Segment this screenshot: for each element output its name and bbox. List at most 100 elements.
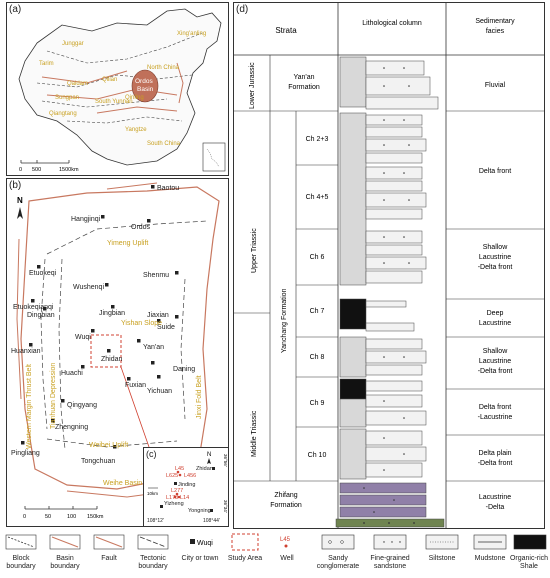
member-ch23: Ch 2+3 — [306, 136, 329, 143]
region-songpan: Songpan — [55, 95, 79, 101]
member-ch10: Ch 10 — [308, 452, 327, 459]
legend-symbols: Wuqi L45 — [5, 533, 547, 551]
legend: Wuqi L45 Block boundary Basin boundary F… — [0, 531, 550, 578]
facies-shallow-1: Shallow — [483, 244, 508, 251]
block-boundary-4 — [66, 116, 183, 124]
structure-jinxi-fold-belt: Jinxi Fold Belt — [196, 375, 203, 419]
facies-lacustrine-1: Lacustrine — [479, 254, 511, 261]
facies-lacustrine-5: Lacustrine — [479, 494, 511, 501]
legend-label-siltstone: Siltstone — [428, 555, 456, 562]
legend-label-sandy-conglomerate: Sandy conglomerate — [316, 555, 360, 570]
tectonic-line-1 — [40, 258, 48, 430]
region-xinganling: Xing'anling — [177, 31, 206, 37]
fault-top — [106, 182, 158, 190]
legend-label-fine-sandstone: Fine-grained sandstone — [370, 555, 410, 570]
inset-scale: 10km — [147, 491, 158, 496]
block-boundary-2 — [36, 74, 193, 88]
formation-yanan-2: Formation — [288, 84, 320, 91]
period-upper-triassic: Upper Triassic — [251, 228, 258, 273]
region-junggar: Junggar — [62, 41, 84, 47]
place-baotou: Baotou — [157, 185, 179, 192]
structure-yimeng-uplift: Yimeng Uplift — [107, 240, 148, 247]
well-l14: L14 — [180, 495, 189, 501]
legend-city-sample: Wuqi — [197, 540, 213, 547]
legend-block-boundary-line — [7, 536, 35, 548]
legend-study-box — [231, 533, 259, 551]
scale-a-500: 500 — [32, 167, 41, 173]
facies-shallow-2: Shallow — [483, 348, 508, 355]
facies-delta-front: Delta front — [479, 168, 511, 175]
place-dingbian: Dingbian — [27, 312, 55, 319]
panel-b-label: (b) — [8, 180, 23, 191]
formation-yanan-1: Yan'an — [293, 74, 314, 81]
place-shenmu: Shenmu — [143, 272, 169, 279]
well-l173: L173 — [166, 495, 178, 501]
place-jiaxian: Jiaxian — [147, 312, 169, 319]
place-yichuan: Yichuan — [147, 388, 172, 395]
zhifang-mudstone — [339, 482, 427, 494]
facies-lacustrine-4: -Lacustrine — [478, 414, 513, 421]
legend-well-sample: L45 — [280, 537, 291, 543]
legend-tectonic-line — [139, 536, 167, 548]
north-arrow-b: N — [17, 196, 23, 205]
panel-c-inset: N 36°56' 36°34' L45 L625 L456 L277 L173 … — [143, 447, 229, 527]
structure-tianhuan-depression: Tianhuan Depression — [50, 363, 57, 429]
inset-place-yongning: Yongning — [188, 508, 211, 514]
scale-a-1500: 1500km — [59, 167, 79, 173]
south-sea-inset — [202, 142, 226, 172]
block-boundary-1 — [46, 32, 203, 64]
panel-a-label: (a) — [8, 4, 23, 15]
place-zhidan: Zhidan — [101, 356, 123, 363]
place-zhengning: Zhengning — [55, 424, 88, 431]
region-qinling: Qinling — [125, 95, 144, 101]
legend-label-mudstone: Mudstone — [474, 555, 506, 562]
tectonic-line-3 — [46, 220, 208, 255]
place-hangjinqi: Hangjinqi — [71, 216, 101, 223]
basin-boundary — [20, 186, 220, 490]
member-ch6: Ch 6 — [310, 254, 325, 261]
inset-place-jinding: Jinding — [178, 482, 195, 488]
fault-3 — [96, 106, 178, 114]
place-ordos: Ordos — [131, 224, 151, 231]
structure-weihe-basin: Weihe Basin — [103, 480, 142, 487]
header-strata: Strata — [275, 26, 297, 35]
facies-lacustrine-2: Lacustrine — [479, 320, 511, 327]
inset-lat-top: 36°56' — [223, 454, 228, 467]
region-qilian: Qilian — [102, 77, 117, 83]
member-ch7: Ch 7 — [310, 308, 325, 315]
fault-4 — [176, 62, 184, 104]
facies-deep: Deep — [487, 310, 504, 317]
region-yangtze: Yangtze — [125, 127, 147, 133]
panel-d-stratigraphic-column: Strata Lithological column Sedimentary f… — [233, 2, 545, 529]
fault-left — [16, 238, 22, 400]
place-wuqi: Wuqi — [75, 334, 91, 341]
formation-zhifang-1: Zhifang — [274, 492, 297, 499]
place-jingbian: Jingbian — [99, 310, 125, 317]
place-etuokeqi: Etuokeqi — [29, 270, 57, 277]
ordos-basin-fill — [131, 69, 159, 103]
inset-lon-left: 108°12' — [147, 518, 164, 524]
scale-b-150: 150km — [87, 514, 104, 520]
panel-a-china-map: 0 500 1500km Junggar Xing'anling Tarim N… — [6, 2, 229, 176]
legend-label-basin-boundary: Basin boundary — [50, 555, 80, 570]
place-etuokeqianqi: Etuokeqianqi — [13, 304, 54, 311]
facies-fluvial: Fluvial — [485, 82, 506, 89]
place-qingyang: Qingyang — [67, 402, 97, 409]
china-map: 0 500 1500km Junggar Xing'anling Tarim N… — [18, 8, 226, 173]
inset-north: N — [207, 452, 211, 458]
inset-place-zhidan: Zhidan — [196, 466, 213, 472]
fault-1 — [41, 70, 128, 84]
region-qaidam: Qaidam — [67, 81, 88, 87]
inset-map: N 36°56' 36°34' L45 L625 L456 L277 L173 … — [147, 452, 228, 514]
basal-conglomerate — [335, 518, 445, 528]
scale-b-100: 100 — [67, 514, 76, 520]
ch7-shale — [339, 298, 367, 330]
place-wushenqi: Wushenqi — [73, 284, 104, 291]
legend-basin-boundary-line — [51, 536, 79, 548]
facies-lacustrine-3: Lacustrine — [479, 358, 511, 365]
study-area-link — [120, 366, 150, 448]
region-tarim: Tarim — [39, 61, 54, 67]
facies-delta-front-5: -Delta front — [478, 460, 513, 467]
place-fuxian: Fuxian — [125, 382, 146, 389]
member-ch9: Ch 9 — [310, 400, 325, 407]
